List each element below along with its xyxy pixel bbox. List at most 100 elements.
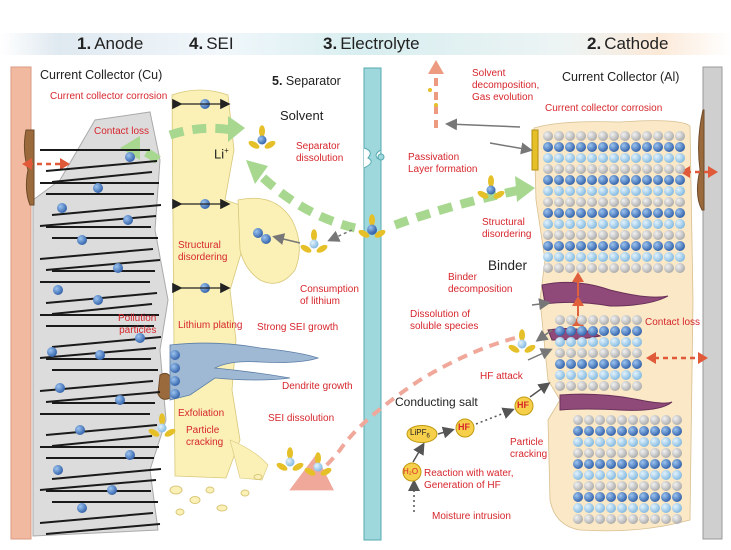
graphite-layer	[45, 523, 161, 535]
cathode-particle	[610, 315, 620, 325]
cathode-particle	[584, 470, 594, 480]
cathode-particle	[610, 326, 620, 336]
cathode-particle	[617, 415, 627, 425]
cathode-particle	[653, 131, 663, 141]
cathode-particle	[632, 370, 642, 380]
label-dendrite-growth: Dendrite growth	[282, 381, 353, 392]
cathode-particle	[565, 230, 575, 240]
separator-dissolution-notch	[363, 147, 372, 169]
cathode-particle	[598, 175, 608, 185]
solvent-center	[367, 224, 377, 234]
cathode-particle	[577, 326, 587, 336]
cathode-particle	[650, 426, 660, 436]
cathode-particle	[595, 437, 605, 447]
cathode-particle	[650, 448, 660, 458]
cathode-particle	[620, 263, 630, 273]
anode-li-particle	[125, 450, 135, 460]
cathode-particle	[664, 131, 674, 141]
cathode-particle	[543, 142, 553, 152]
cathode-particle	[650, 437, 660, 447]
cathode-particle	[632, 315, 642, 325]
label-cc-corrosion-cathode: Current collector corrosion	[545, 103, 663, 114]
cathode-particle	[598, 197, 608, 207]
cathode-particle	[642, 241, 652, 251]
label-contact-loss-cathode: Contact loss	[645, 317, 701, 328]
cathode-particle	[598, 219, 608, 229]
anode-lithium-particles	[47, 152, 145, 513]
cathode-particle	[584, 437, 594, 447]
cathode-particle	[664, 230, 674, 240]
cathode-particle	[598, 252, 608, 262]
solvent-molecule	[248, 125, 276, 149]
cathode-particle	[543, 131, 553, 141]
cathode-particle	[609, 186, 619, 196]
anode-li-particle	[57, 203, 67, 213]
cathode-particle	[554, 252, 564, 262]
cathode-particle	[598, 208, 608, 218]
graphite-layer	[51, 435, 153, 447]
cathode-particle	[620, 153, 630, 163]
cathode-particle	[631, 230, 641, 240]
cathode-particle	[628, 426, 638, 436]
gray-reaction-arrows	[272, 118, 553, 361]
cathode-particle	[554, 164, 564, 174]
anode-li-particle	[115, 395, 125, 405]
cathode-particle	[628, 503, 638, 513]
cathode-particle	[653, 263, 663, 273]
cathode-particle	[617, 470, 627, 480]
cathode-particle	[609, 208, 619, 218]
solvent-molecule	[304, 452, 332, 476]
cathode-particle	[565, 219, 575, 229]
graphite-layers	[39, 149, 162, 535]
cathode-particle	[565, 241, 575, 251]
solvent-molecule	[276, 447, 304, 471]
cathode-particle	[610, 348, 620, 358]
cathode-particle	[543, 241, 553, 251]
cathode-particle	[587, 241, 597, 251]
cathode-particle	[631, 208, 641, 218]
conducting-salt-label: Conducting salt	[395, 395, 478, 409]
cathode-particle	[639, 514, 649, 524]
cathode-particle	[661, 481, 671, 491]
cathode-particle	[555, 315, 565, 325]
al-corrosion	[696, 109, 705, 211]
cathode-particle	[628, 492, 638, 502]
cathode-particle	[543, 186, 553, 196]
solvent-molecule	[477, 175, 505, 199]
cathode-particle	[620, 142, 630, 152]
label-sei-dissolution: SEI dissolution	[268, 413, 335, 424]
cathode-particle	[631, 186, 641, 196]
solvent-arm	[320, 467, 332, 476]
solvent-arm	[493, 190, 505, 199]
cathode-particle	[650, 481, 660, 491]
cathode-particle	[664, 208, 674, 218]
cathode-particle	[609, 263, 619, 273]
cathode-particle	[653, 175, 663, 185]
cathode-particle	[628, 415, 638, 425]
cathode-particle	[606, 503, 616, 513]
label-dissolution-soluble: Dissolution of soluble species	[410, 309, 479, 332]
anode-li-particle	[75, 425, 85, 435]
cathode-particle	[609, 175, 619, 185]
cathode-particle	[554, 241, 564, 251]
cathode-particle	[565, 175, 575, 185]
sei-header: 4.SEI	[189, 34, 234, 53]
cathode-particle	[650, 415, 660, 425]
cu-collector-label: Current Collector (Cu)	[40, 68, 163, 82]
solvent-arm	[287, 447, 293, 460]
separator-bar	[363, 67, 382, 541]
cathode-particle	[653, 186, 663, 196]
cathode-particle	[664, 164, 674, 174]
solvent-arm	[477, 190, 489, 199]
cathode-particle	[642, 219, 652, 229]
cathode-particle	[584, 448, 594, 458]
cathode-particle	[577, 315, 587, 325]
cathode-particle	[588, 315, 598, 325]
solvent-arm	[316, 244, 328, 253]
anode-header: 1.Anode	[77, 34, 144, 53]
cathode-particle	[621, 315, 631, 325]
cathode-particle	[631, 219, 641, 229]
cathode-particle	[672, 492, 682, 502]
solvent-molecule	[358, 214, 386, 238]
cathode-particle	[650, 514, 660, 524]
